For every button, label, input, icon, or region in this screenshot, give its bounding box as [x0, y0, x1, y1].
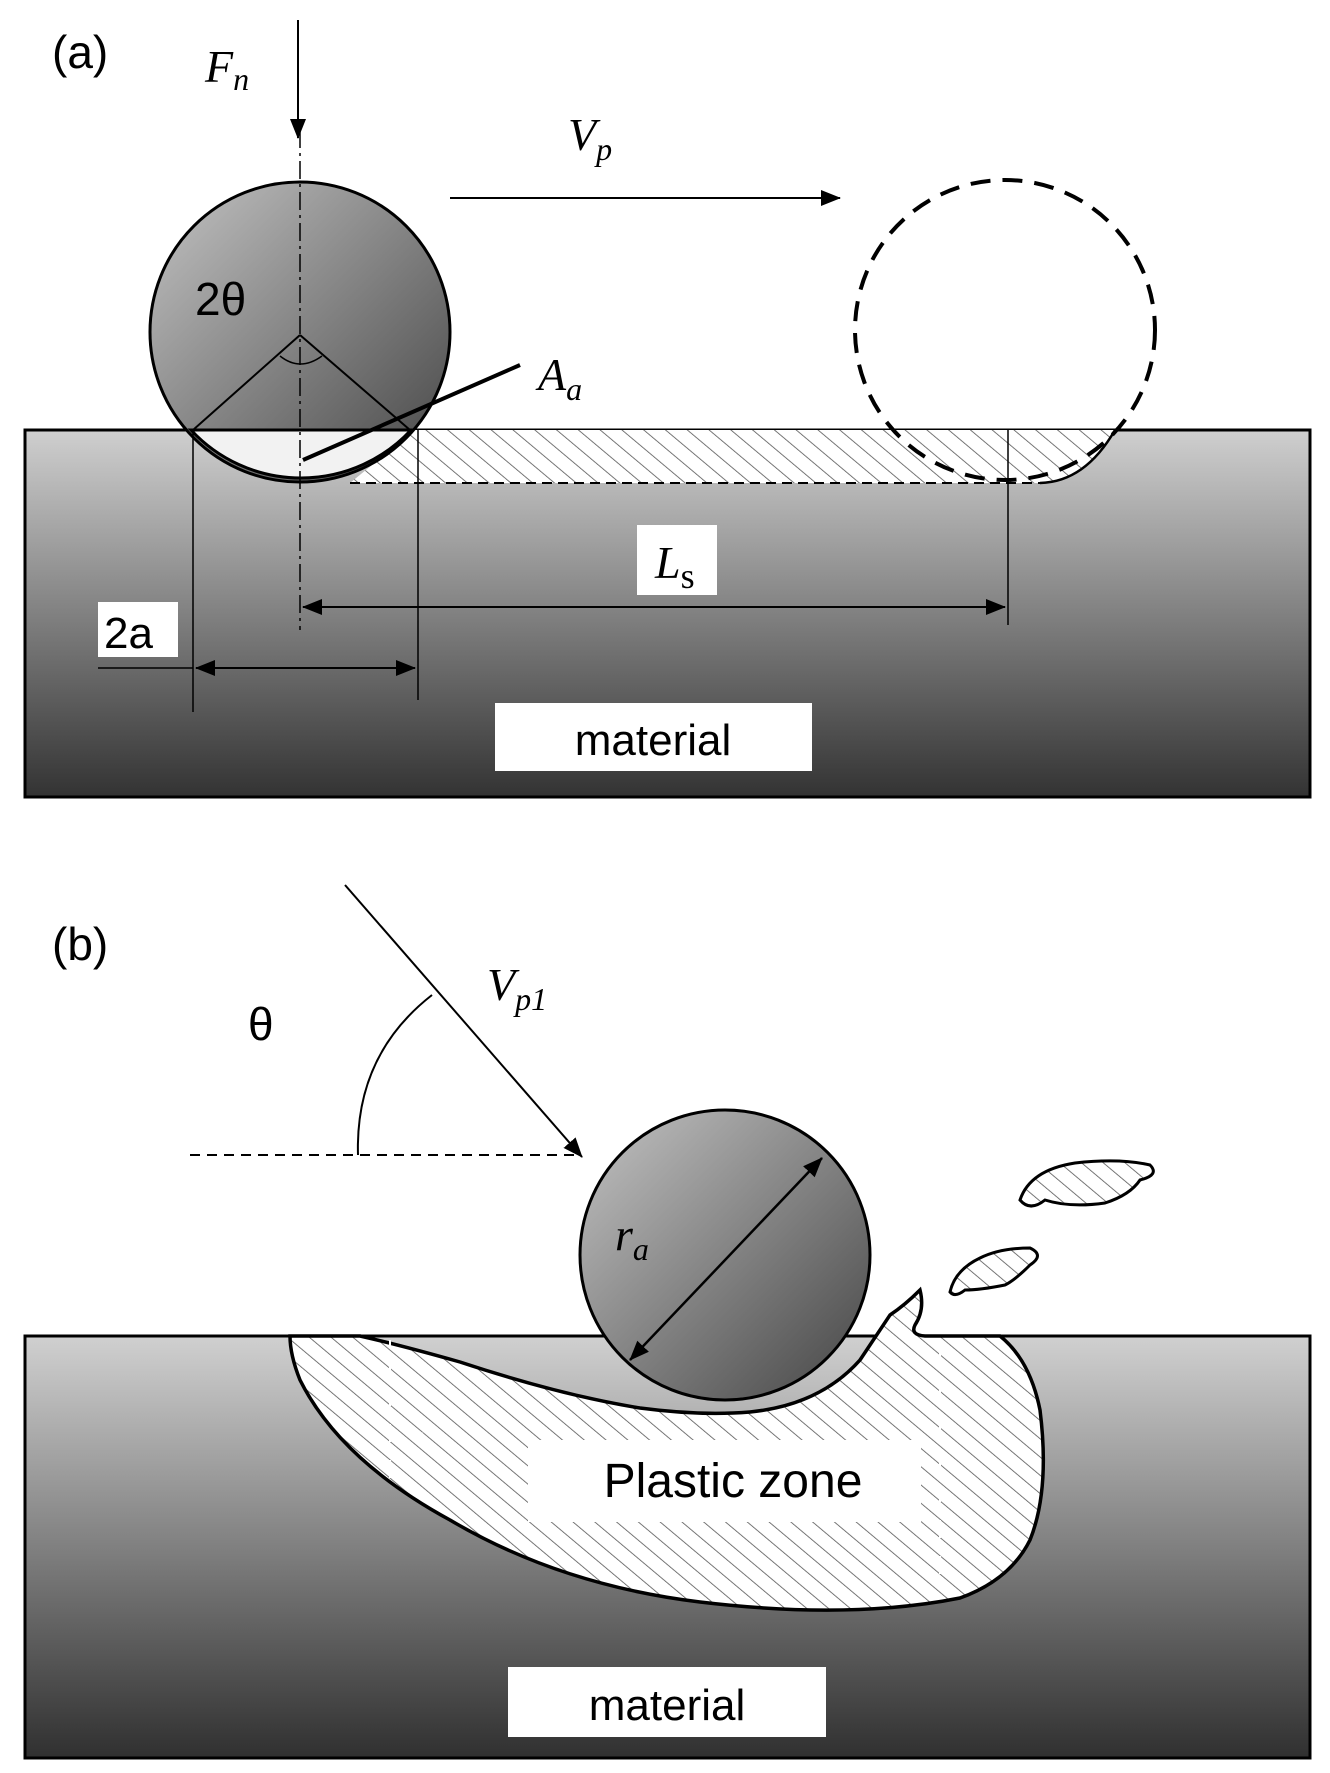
angle-label-a: 2θ — [195, 273, 246, 325]
panel-a: (a) Fn Vp 2θ Aa Ls 2a material — [23, 20, 1312, 799]
material-label-b: material — [589, 1681, 746, 1730]
angle-line-right — [299, 334, 411, 431]
groove-track — [350, 430, 1115, 483]
debris-particle-large — [1018, 1159, 1155, 1208]
area-leader — [302, 363, 521, 462]
groove-end-curve — [1039, 429, 1117, 485]
area-label: Aa — [535, 349, 582, 407]
plastic-zone-label: Plastic zone — [604, 1455, 863, 1508]
panel-b-tag: (b) — [52, 918, 108, 970]
angle-label-b: θ — [248, 998, 274, 1050]
label-box-plastic-zone — [528, 1440, 921, 1522]
impact-angle-arc — [356, 994, 433, 1156]
debris-particle-small — [948, 1246, 1039, 1297]
angle-line-left — [192, 334, 301, 431]
contact-cap — [187, 428, 415, 480]
impact-velocity-label: Vp1 — [487, 959, 547, 1017]
sphere-final-position — [853, 178, 1157, 482]
label-box-material-b — [508, 1667, 826, 1737]
velocity-label: Vp — [568, 109, 612, 167]
sliding-length-label: Ls — [654, 537, 695, 596]
label-box-ls — [637, 525, 717, 595]
label-box-2a — [98, 602, 178, 657]
force-label: Fn — [204, 41, 249, 97]
material-label-a: material — [575, 716, 732, 765]
radius-arrow — [629, 1157, 823, 1361]
impact-velocity-arrow — [344, 884, 583, 1158]
label-box-material-a — [495, 703, 812, 771]
panel-a-tag: (a) — [52, 26, 108, 78]
radius-label: ra — [615, 1209, 649, 1267]
contact-width-label: 2a — [104, 609, 153, 658]
panel-b: (b) θ Vp1 ra Plastic zone material — [23, 884, 1312, 1760]
